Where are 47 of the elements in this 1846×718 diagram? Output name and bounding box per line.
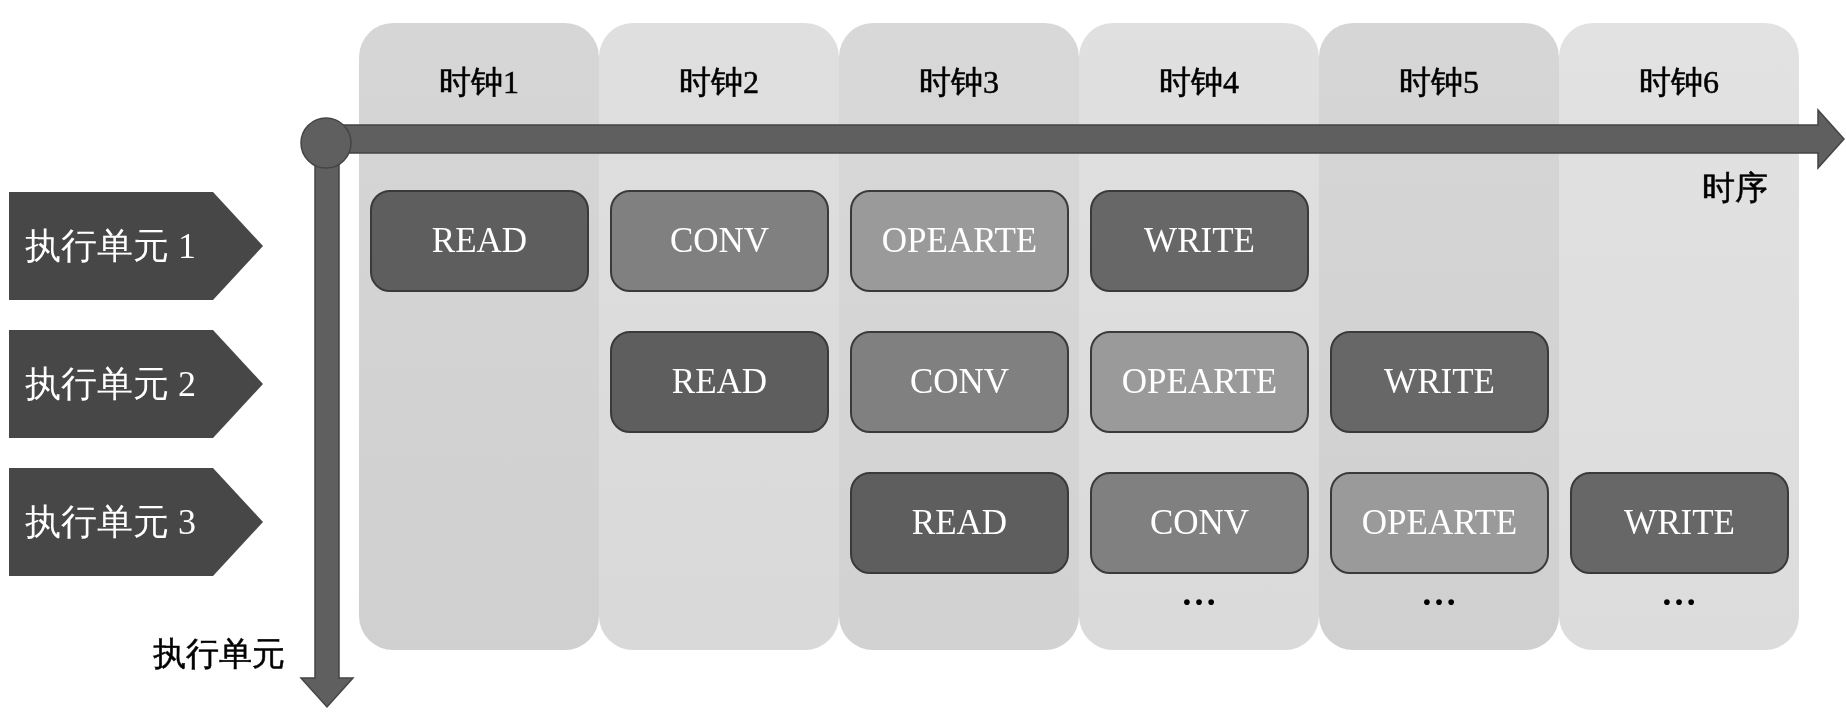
clock-column	[1559, 23, 1799, 650]
stage-name: CONV	[1149, 503, 1250, 543]
clock-column	[839, 23, 1079, 650]
stage-box	[610, 331, 829, 433]
stage-name: WRITE	[1384, 362, 1495, 402]
column-header: 时钟3	[919, 63, 999, 102]
ellipsis: …	[1421, 575, 1457, 611]
clock-column	[359, 23, 599, 650]
clock-column	[1319, 23, 1559, 650]
stage-box	[1090, 190, 1309, 292]
stage-box	[1570, 472, 1789, 574]
stage-box	[610, 190, 829, 292]
stage-box	[1330, 331, 1549, 433]
stage-box	[370, 190, 589, 292]
stage-name: READ	[671, 362, 768, 402]
clock-column	[1079, 23, 1319, 650]
stage-box	[850, 190, 1069, 292]
stage-name: WRITE	[1144, 221, 1255, 261]
unit-pentagon	[9, 468, 263, 576]
stage-box	[1330, 472, 1549, 574]
column-header: 时钟6	[1639, 63, 1719, 102]
clock-column	[599, 23, 839, 650]
unit-pentagon	[9, 192, 263, 300]
column-header: 时钟1	[439, 63, 519, 102]
stage-box	[1090, 472, 1309, 574]
unit-name: 执行单元 3	[25, 501, 196, 543]
unit-name: 执行单元 2	[25, 363, 196, 405]
stage-name: WRITE	[1624, 503, 1735, 543]
stage-box	[1090, 331, 1309, 433]
stage-name: READ	[911, 503, 1008, 543]
axis-label: 执行单元	[153, 635, 285, 674]
unit-name: 执行单元 1	[25, 225, 196, 267]
column-header: 时钟5	[1399, 63, 1479, 102]
stage-box	[850, 331, 1069, 433]
ellipsis: …	[1661, 575, 1697, 611]
stage-name: CONV	[909, 362, 1010, 402]
ellipsis: …	[1181, 575, 1217, 611]
column-header: 时钟2	[679, 63, 759, 102]
axis-label: 时序	[1702, 169, 1768, 208]
column-header: 时钟4	[1159, 63, 1239, 102]
unit-pentagon	[9, 330, 263, 438]
stage-name: CONV	[669, 221, 770, 261]
stage-name: OPEARTE	[1121, 362, 1278, 402]
stage-box	[850, 472, 1069, 574]
stage-name: OPEARTE	[1361, 503, 1518, 543]
stage-name: OPEARTE	[881, 221, 1038, 261]
stage-name: READ	[431, 221, 528, 261]
